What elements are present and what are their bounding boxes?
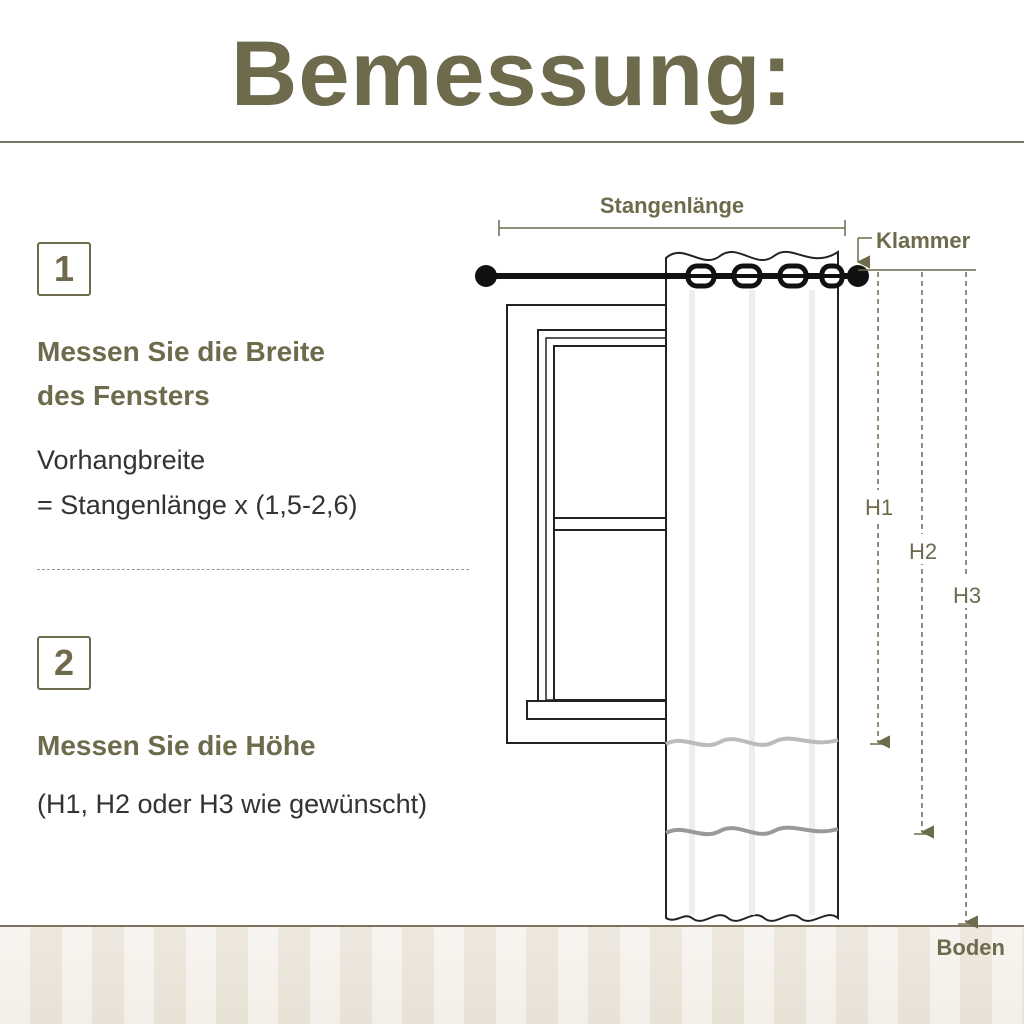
step-1-heading-line-1: Messen Sie die Breite bbox=[37, 336, 325, 367]
rod-length-dimension bbox=[498, 220, 846, 236]
step-2-badge: 2 bbox=[37, 636, 91, 690]
h3-label: H3 bbox=[953, 583, 981, 608]
grommets bbox=[685, 263, 845, 289]
clip-label: Klammer bbox=[876, 228, 971, 253]
clip-pointer bbox=[856, 237, 872, 269]
step-2-text: (H1, H2 oder H3 wie gewünscht) bbox=[37, 789, 428, 819]
step-1-heading-line-2: des Fensters bbox=[37, 380, 210, 411]
window bbox=[506, 304, 668, 744]
step-1-text-line-1: Vorhangbreite bbox=[37, 445, 206, 475]
rod-length-label: Stangenlänge bbox=[600, 193, 744, 218]
step-1-badge: 1 bbox=[37, 242, 91, 296]
h2-label: H2 bbox=[909, 539, 937, 564]
step-1-text-line-2: = Stangenlänge x (1,5-2,6) bbox=[37, 490, 358, 520]
title-divider bbox=[0, 141, 1024, 143]
floor-label: Boden bbox=[937, 935, 1005, 960]
floor bbox=[0, 926, 1024, 1024]
step-2-heading: Messen Sie die Höhe bbox=[37, 730, 316, 761]
floor-line bbox=[0, 925, 1024, 927]
h1-label: H1 bbox=[865, 495, 893, 520]
curtain-panel bbox=[665, 250, 839, 922]
section-divider bbox=[37, 569, 469, 570]
page-title: Bemessung: bbox=[230, 23, 794, 125]
